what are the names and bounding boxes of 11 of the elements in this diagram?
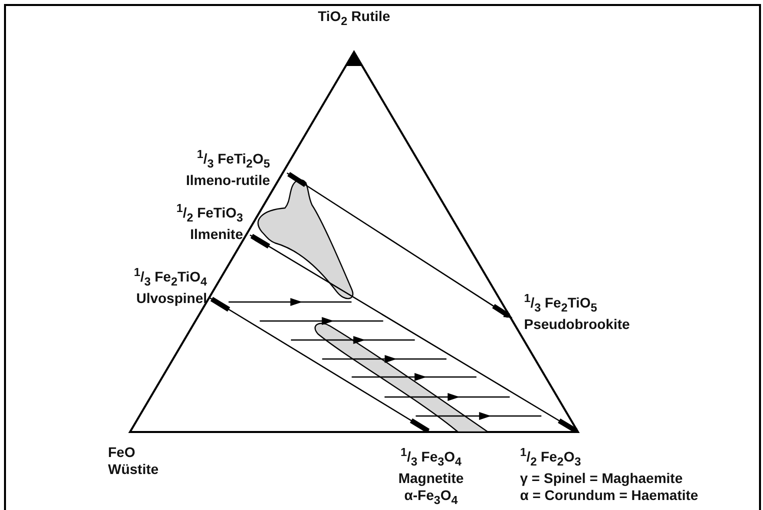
composition-label: $^{1}$/$_{3}$ FeTi$_{2}$O$_{5}$ Ilmeno-rutile: [128, 146, 270, 190]
composition-label: $^{1}$/$_{2}$ FeTiO$_{3}$ Ilmenite: [118, 200, 243, 244]
composition-label: TiO$_{2}$ Rutile: [294, 8, 414, 30]
composition-label: $^{1}$/$_{3}$ Fe$_{3}$O$_{4}$ Magnetite α-Fe$_{3}$O$_{4}$: [372, 444, 490, 510]
tie-line: [286, 172, 512, 319]
composition-label: FeO Wüstite: [108, 444, 188, 478]
composition-label: $^{1}$/$_{3}$ Fe$_{2}$TiO$_{5}$ Pseudobrookite: [524, 290, 684, 334]
composition-label: $^{1}$/$_{3}$ Fe$_{2}$TiO$_{4}$ Ulvospinel: [92, 264, 207, 308]
tie-line: [250, 234, 578, 434]
tie-line: [210, 296, 430, 434]
composition-label: $^{1}$/$_{2}$ Fe$_{2}$O$_{3}$ γ = Spinel = Maghaemite α = Corundum = Haematite: [520, 444, 730, 504]
